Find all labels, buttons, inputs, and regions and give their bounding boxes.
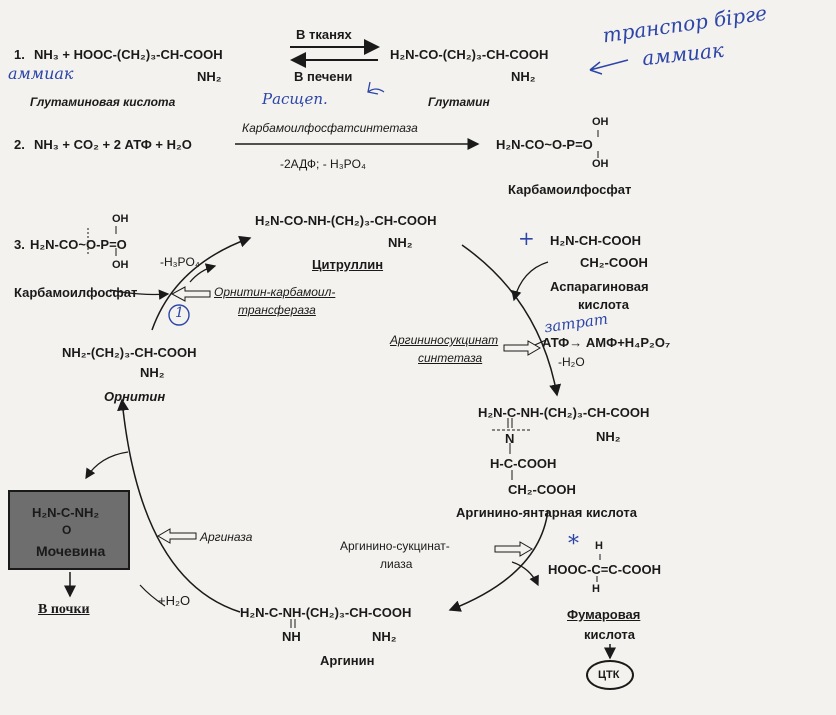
arrow-fumarate-out — [511, 561, 539, 587]
urea-box — [8, 490, 130, 570]
argsucc-amino: NH₂ — [596, 429, 621, 444]
reaction-3-number: 3. — [14, 237, 25, 252]
arrow-h3po4-out — [189, 263, 217, 283]
citrulline-amino: NH₂ — [388, 235, 413, 250]
glutamine-amino: NH₂ — [511, 69, 536, 84]
enzyme-arrow-arginase — [157, 528, 197, 544]
hand-circle-number: 1 — [175, 305, 184, 321]
argsucc-n: N — [505, 431, 515, 446]
plus-h2o-label: +H₂O — [158, 593, 191, 608]
argsucc-name: Аргинино-янтарная кислота — [456, 505, 637, 520]
argsucc-line4: CH₂-COOH — [508, 482, 576, 497]
aspartate-name-1: Аспарагиновая — [550, 279, 649, 294]
cp3-oh-top: OH — [112, 213, 129, 225]
reaction-1-number: 1. — [14, 47, 25, 62]
ass-enzyme-line2: синтетаза — [418, 351, 483, 365]
glutamic-acid-name: Глутаминовая кислота — [30, 95, 176, 109]
carbamoyl-phosphate-3-formula: H₂N-CO~O-P=O — [30, 237, 127, 252]
arrow-ornithine-citrulline — [151, 235, 252, 331]
arginase-label: Аргиназа — [200, 530, 253, 544]
cp-oh-top: OH — [592, 116, 609, 128]
fumarate-name-1: Фумаровая — [567, 607, 641, 622]
enzyme-arrow-asl — [494, 541, 533, 557]
reaction-2-number: 2. — [14, 137, 25, 152]
citrulline-name: Цитруллин — [312, 257, 384, 272]
cp3-oh-bottom: OH — [112, 259, 129, 271]
reaction-2-byproducts: -2АДФ; - H₃PO₄ — [280, 157, 366, 171]
arrow-citrulline-argsucc — [461, 244, 562, 397]
tca-label: ЦТК — [598, 669, 620, 681]
ornithine-amino: NH₂ — [140, 365, 165, 380]
hand-squiggle — [367, 81, 385, 95]
arginine-amino: NH₂ — [372, 629, 397, 644]
arginine-name: Аргинин — [320, 653, 375, 668]
ass-enzyme-line1: Аргининосукцинат — [390, 333, 499, 347]
arrow-argsucc-arginine — [448, 509, 549, 612]
arrow-label-liver: В печени — [294, 69, 353, 84]
asl-enzyme-line2: лиаза — [380, 557, 413, 571]
minus-h2o-label: -H₂O — [558, 355, 585, 369]
arrow-label-tissues: В тканях — [296, 27, 352, 42]
atp-amp-label: АТФ→ АМФ+H₄P₂O₇ — [542, 335, 671, 350]
urea-name: Мочевина — [36, 543, 106, 559]
glutamic-acid-amino: NH₂ — [197, 69, 222, 84]
enzyme-arrow-oct — [170, 286, 211, 302]
glutamine-formula: H₂N-CO-(CH₂)₃-CH-COOH — [390, 47, 549, 62]
argsucc-line3: H-C-COOH — [490, 456, 557, 471]
asl-enzyme-line1: Аргинино-сукцинат- — [340, 539, 450, 553]
enzyme-arrow-ass — [503, 340, 541, 356]
fumarate-h-top: H — [595, 540, 603, 552]
urea-oxygen: O — [62, 523, 72, 537]
minus-h3po4-label: -H₃PO₄ — [160, 255, 200, 269]
hand-ammonia-left: аммиак — [8, 64, 74, 83]
fumarate-name-2: кислота — [584, 627, 636, 642]
tca-node — [586, 660, 634, 690]
carbamoyl-phosphate-3-name: Карбамоилфосфат — [14, 285, 138, 300]
oct-enzyme-line2: трансфераза — [238, 303, 316, 317]
arginine-nh: NH — [282, 629, 301, 644]
fumarate-h-bottom: H — [592, 583, 600, 595]
argsucc-line1: H₂N-C-NH-(CH₂)₃-CH-COOH — [478, 405, 650, 420]
arrow-carbamoyl-in — [109, 289, 170, 300]
carbamoyl-phosphate-name: Карбамоилфосфат — [508, 182, 632, 197]
hand-arrow-right — [589, 59, 629, 75]
hand-circle-1 — [168, 304, 190, 326]
arrow-aspartate-in — [511, 261, 549, 302]
hand-split: Расщеп. — [262, 90, 328, 108]
arrow-arginine-ornithine — [117, 398, 241, 613]
arginine-formula: H₂N-C-NH-(CH₂)₃-CH-COOH — [240, 605, 412, 620]
ornithine-name: Орнитин — [104, 389, 166, 404]
fumarate-formula: HOOC-C=C-COOH — [548, 562, 662, 577]
oct-enzyme-line1: Орнитин-карбамоил- — [214, 285, 336, 299]
aspartate-line1: H₂N-CH-COOH — [550, 233, 641, 248]
arrow-h2o-in — [139, 584, 166, 607]
carbamoyl-phosphate-formula: H₂N-CO~O-P=O — [496, 137, 593, 152]
reaction-2-substrates: NH₃ + CO₂ + 2 АТФ + H₂O — [34, 137, 192, 152]
ornithine-formula: NH₂-(CH₂)₃-CH-COOH — [62, 345, 197, 360]
aspartate-line2: CH₂-COOH — [580, 255, 648, 270]
urea-formula: H₂N-C-NH₂ — [32, 505, 100, 520]
aspartate-name-2: кислота — [578, 297, 630, 312]
to-kidneys-label: В почки — [38, 602, 90, 617]
glutamine-name: Глутамин — [428, 95, 490, 109]
cps-enzyme-label: Карбамоилфосфатсинтетаза — [242, 121, 418, 135]
cp-oh-bottom: OH — [592, 158, 609, 170]
hand-star-mark: * — [568, 532, 579, 557]
arrow-urea-out — [85, 451, 129, 480]
hand-plus-mark: + — [518, 226, 535, 250]
glutamic-acid-formula: NH₃ + HOOC-(CH₂)₃-CH-COOH — [34, 47, 223, 62]
citrulline-formula: H₂N-CO-NH-(CH₂)₃-CH-COOH — [255, 213, 437, 228]
